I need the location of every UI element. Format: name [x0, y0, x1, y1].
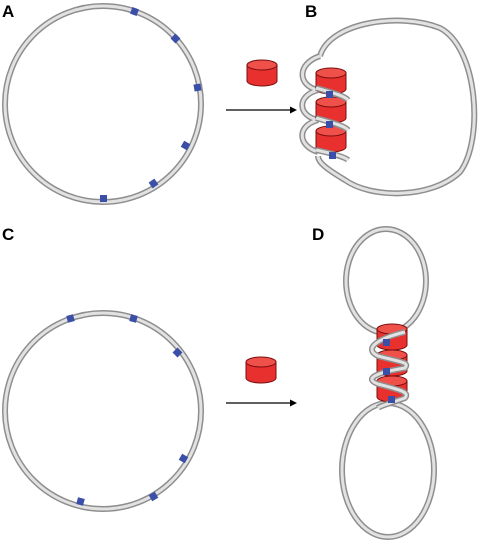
binding-site [383, 368, 390, 375]
panel-label-d: D [312, 225, 324, 244]
panel-d-lower-loop [339, 400, 437, 540]
binding-site [388, 396, 395, 403]
panel-label-a: A [2, 2, 14, 21]
binding-site [178, 453, 189, 464]
protein-icon [245, 356, 277, 384]
panel-a-binding-sites [100, 7, 202, 202]
panel-d-dna-wraps [368, 329, 410, 411]
binding-site [148, 178, 159, 189]
arrow-bottom [226, 399, 297, 407]
panel-c-binding-sites [66, 314, 189, 506]
panel-label-c: C [2, 225, 14, 244]
binding-site [193, 83, 202, 92]
panel-c-dna-circle [2, 310, 204, 512]
binding-site [383, 339, 390, 346]
binding-site [180, 140, 191, 151]
panel-d-upper-loop [343, 226, 429, 336]
panel-b-dna-front-wraps [315, 85, 351, 163]
binding-site [148, 491, 159, 502]
panel-b-dna-loop [299, 17, 478, 197]
binding-site [172, 347, 183, 358]
arrow-top [226, 106, 297, 114]
binding-site [76, 497, 85, 506]
binding-site [66, 314, 75, 323]
panel-d-binding-sites [383, 339, 395, 403]
binding-site [100, 195, 107, 202]
panel-b-protein-stack [315, 67, 347, 153]
panel-b-binding-sites [326, 91, 336, 159]
binding-site [326, 121, 333, 128]
panel-a-dna-circle [2, 3, 204, 205]
panel-label-b: B [305, 2, 317, 21]
binding-site [130, 7, 139, 16]
binding-site [129, 314, 138, 323]
binding-site [170, 33, 181, 44]
protein-icon [246, 59, 278, 87]
binding-site [326, 91, 333, 98]
binding-site [329, 152, 336, 159]
